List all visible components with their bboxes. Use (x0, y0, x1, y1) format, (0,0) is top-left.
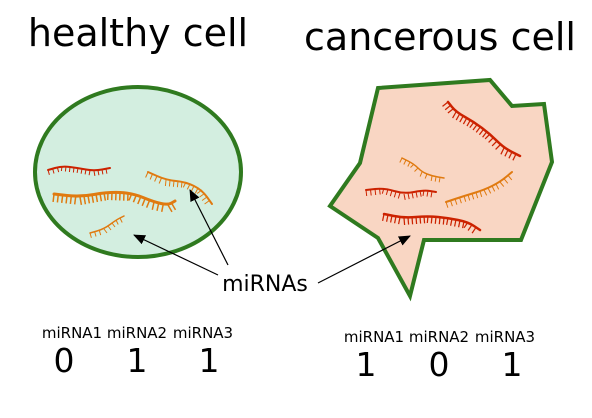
cancerous-label-mirna2: miRNA2 (409, 328, 469, 346)
cancerous-mirna-table: miRNA1 miRNA2 miRNA3 1 0 1 (344, 328, 535, 384)
arrow-to-healthy-mirna-2 (189, 189, 229, 266)
cancer-mirna-orange-mid (399, 157, 445, 183)
healthy-mirna-orange-small (89, 215, 125, 238)
arrow-to-cancer-mirna (317, 235, 411, 284)
healthy-mirna-orange-right (145, 171, 213, 205)
healthy-value-mirna1: 0 (54, 341, 75, 380)
cancer-mirna-red-top (442, 100, 522, 161)
cancer-mirna-red-left (365, 187, 437, 200)
mirna-strands (47, 100, 522, 238)
cancer-mirna-red-bottom (381, 212, 482, 234)
cancer-mirna-orange-right (445, 171, 513, 208)
healthy-label-mirna3: miRNA3 (173, 324, 233, 342)
cancerous-label-mirna3: miRNA3 (475, 328, 535, 346)
cancerous-cell (327, 77, 555, 302)
cancerous-label-mirna1: miRNA1 (344, 328, 404, 346)
healthy-mirna-orange-large (52, 190, 177, 213)
healthy-cell (33, 85, 243, 259)
cancerous-cell-title: cancerous cell (304, 15, 576, 59)
healthy-cell-title: healthy cell (28, 11, 248, 55)
arrow-to-healthy-mirna-1 (133, 234, 219, 276)
healthy-mirna-red-small (47, 165, 111, 176)
cancerous-value-mirna2: 0 (429, 345, 450, 384)
healthy-value-mirna2: 1 (127, 341, 148, 380)
healthy-label-mirna1: miRNA1 (42, 324, 102, 342)
cancerous-value-mirna3: 1 (502, 345, 523, 384)
mirnas-label: miRNAs (222, 272, 308, 297)
cancerous-value-mirna1: 1 (356, 345, 377, 384)
healthy-value-mirna3: 1 (199, 341, 220, 380)
healthy-mirna-table: miRNA1 miRNA2 miRNA3 0 1 1 (42, 324, 233, 380)
healthy-label-mirna2: miRNA2 (107, 324, 167, 342)
